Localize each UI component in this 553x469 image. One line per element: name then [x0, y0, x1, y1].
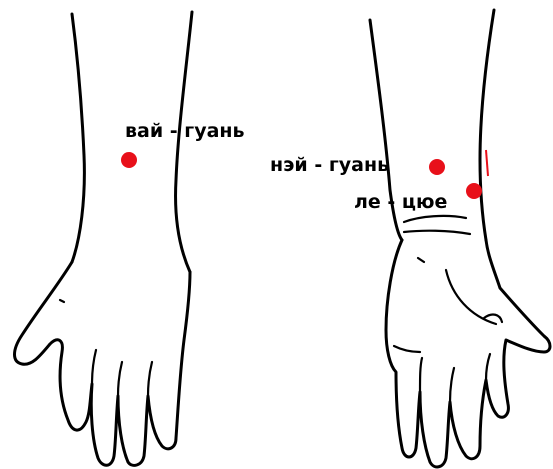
right-forearm-outline-right — [480, 10, 494, 240]
wai-guan-label: вай - гуань — [125, 120, 245, 142]
lie-que-point-marker — [466, 183, 482, 199]
radial-edge-red-line — [486, 150, 488, 176]
palm-finger-line-1 — [420, 358, 422, 392]
left-knuckle-mark — [60, 300, 64, 302]
palm-mount-mark — [418, 258, 424, 262]
lie-que-label: ле - цюе — [354, 191, 447, 213]
nei-guan-label: нэй - гуань — [270, 154, 389, 176]
left-finger-line-3 — [148, 362, 152, 396]
left-finger-line-2 — [118, 362, 122, 396]
left-hand-outline — [15, 262, 191, 465]
acupoint-labels: вай - гуань нэй - гуань ле - цюе — [125, 120, 447, 213]
right-hand-palm — [370, 10, 550, 467]
nei-guan-point-marker — [429, 159, 445, 175]
wrist-crease-1 — [404, 216, 466, 222]
left-finger-line-1 — [92, 350, 96, 384]
right-hand-outline — [386, 240, 550, 467]
wai-guan-point-marker — [121, 152, 137, 168]
wrist-crease-2 — [404, 231, 470, 234]
palm-finger-line-3 — [486, 354, 490, 380]
left-forearm-outline — [72, 14, 84, 262]
palm-crease-left — [394, 346, 420, 352]
left-forearm-outline-right — [176, 12, 192, 272]
left-hand-back — [15, 12, 193, 465]
palm-finger-line-2 — [450, 368, 454, 402]
